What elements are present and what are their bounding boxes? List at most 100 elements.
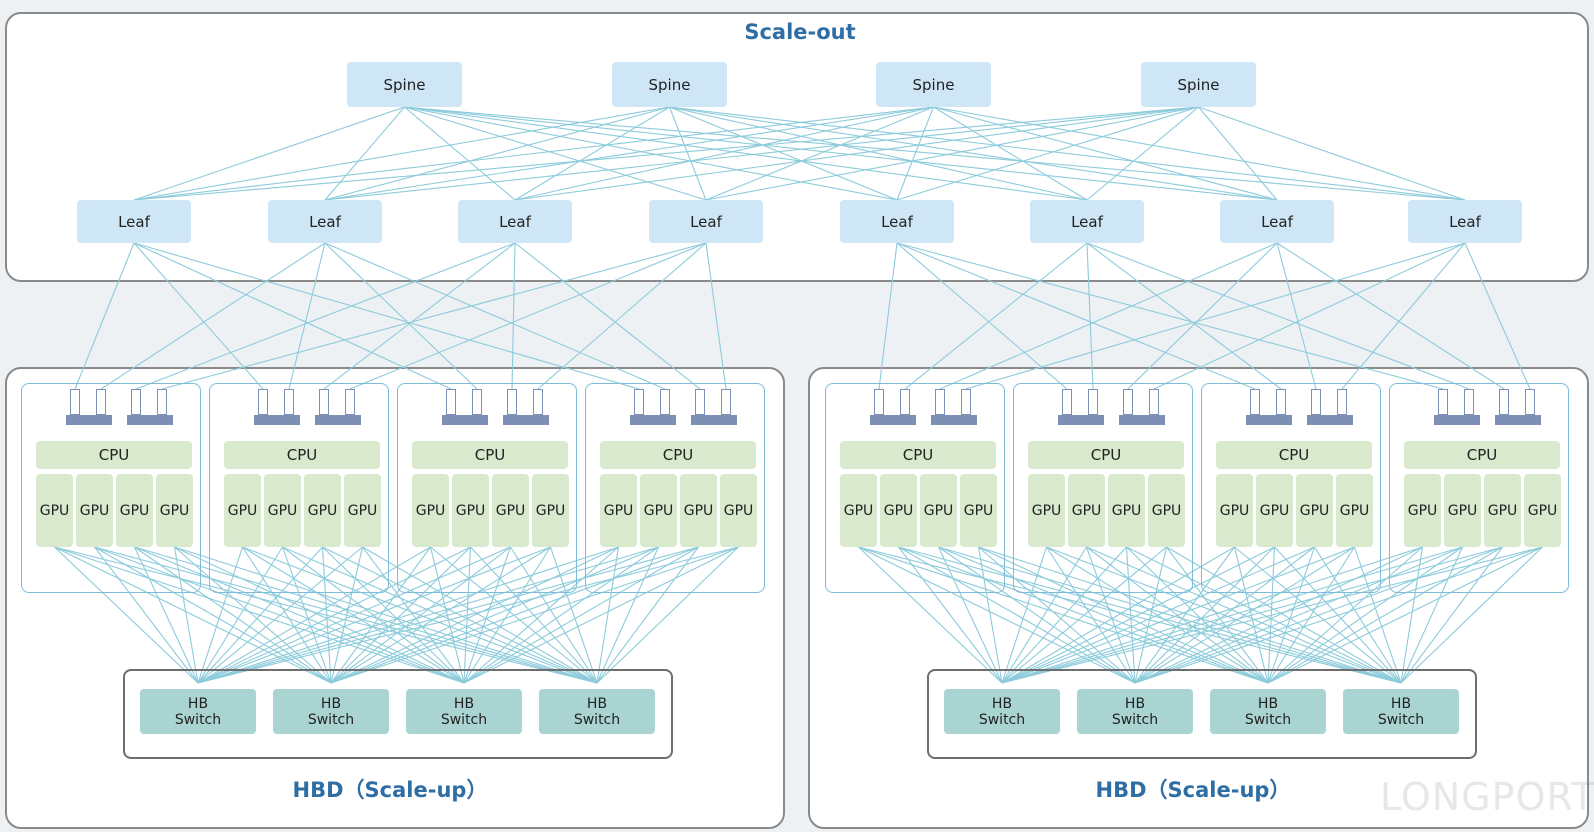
gpu-node[interactable]: GPU (1404, 474, 1441, 547)
nic-port-base (1119, 415, 1165, 425)
spine-node[interactable]: Spine (876, 62, 991, 107)
nic-port-icon (127, 389, 173, 425)
nic-port-icon (1434, 389, 1480, 425)
scale-out-title: Scale-out (744, 20, 856, 44)
cpu-node[interactable]: CPU (1216, 441, 1372, 469)
hb-switch-node[interactable]: HB Switch (1343, 689, 1459, 734)
gpu-node[interactable]: GPU (920, 474, 957, 547)
gpu-node[interactable]: GPU (1336, 474, 1373, 547)
nic-port-pin (1250, 389, 1260, 415)
nic-port-pin (660, 389, 670, 415)
nic-port-pin (533, 389, 543, 415)
hb-switch-node[interactable]: HB Switch (539, 689, 655, 734)
nic-port-icon (630, 389, 676, 425)
gpu-node[interactable]: GPU (1524, 474, 1561, 547)
nic-port-icon (1495, 389, 1541, 425)
gpu-node[interactable]: GPU (532, 474, 569, 547)
hb-switch-node[interactable]: HB Switch (273, 689, 389, 734)
gpu-node[interactable]: GPU (412, 474, 449, 547)
gpu-node[interactable]: GPU (76, 474, 113, 547)
gpu-node[interactable]: GPU (1216, 474, 1253, 547)
gpu-node[interactable]: GPU (1028, 474, 1065, 547)
leaf-node[interactable]: Leaf (649, 200, 763, 243)
gpu-node[interactable]: GPU (600, 474, 637, 547)
nic-port-pin (507, 389, 517, 415)
nic-port-icon (1307, 389, 1353, 425)
hbd-title-left: HBD（Scale-up） (292, 778, 488, 802)
cpu-node[interactable]: CPU (600, 441, 756, 469)
nic-port-pin (446, 389, 456, 415)
gpu-node[interactable]: GPU (1148, 474, 1185, 547)
spine-node[interactable]: Spine (1141, 62, 1256, 107)
gpu-node[interactable]: GPU (224, 474, 261, 547)
nic-port-pin (1123, 389, 1133, 415)
server-box (1013, 383, 1193, 593)
nic-port-base (503, 415, 549, 425)
cpu-node[interactable]: CPU (412, 441, 568, 469)
cpu-node[interactable]: CPU (1028, 441, 1184, 469)
nic-port-base (691, 415, 737, 425)
nic-port-icon (503, 389, 549, 425)
spine-node[interactable]: Spine (347, 62, 462, 107)
cpu-node[interactable]: CPU (1404, 441, 1560, 469)
nic-port-pin (1499, 389, 1509, 415)
gpu-node[interactable]: GPU (840, 474, 877, 547)
gpu-node[interactable]: GPU (36, 474, 73, 547)
nic-port-icon (315, 389, 361, 425)
gpu-node[interactable]: GPU (640, 474, 677, 547)
gpu-node[interactable]: GPU (1444, 474, 1481, 547)
gpu-node[interactable]: GPU (344, 474, 381, 547)
leaf-node[interactable]: Leaf (1030, 200, 1144, 243)
leaf-node[interactable]: Leaf (1220, 200, 1334, 243)
nic-port-base (254, 415, 300, 425)
nic-port-pin (634, 389, 644, 415)
gpu-node[interactable]: GPU (1256, 474, 1293, 547)
leaf-node[interactable]: Leaf (77, 200, 191, 243)
gpu-node[interactable]: GPU (492, 474, 529, 547)
gpu-node[interactable]: GPU (680, 474, 717, 547)
cpu-node[interactable]: CPU (840, 441, 996, 469)
hb-switch-node[interactable]: HB Switch (140, 689, 256, 734)
leaf-node[interactable]: Leaf (268, 200, 382, 243)
leaf-node[interactable]: Leaf (840, 200, 954, 243)
hb-switch-group (123, 669, 673, 759)
hb-switch-node[interactable]: HB Switch (1077, 689, 1193, 734)
nic-port-icon (1246, 389, 1292, 425)
nic-port-pin (131, 389, 141, 415)
gpu-node[interactable]: GPU (720, 474, 757, 547)
gpu-node[interactable]: GPU (1296, 474, 1333, 547)
hb-switch-node[interactable]: HB Switch (944, 689, 1060, 734)
hb-switch-node[interactable]: HB Switch (1210, 689, 1326, 734)
server-box (1389, 383, 1569, 593)
gpu-node[interactable]: GPU (156, 474, 193, 547)
server-box (209, 383, 389, 593)
nic-port-base (1495, 415, 1541, 425)
leaf-node[interactable]: Leaf (1408, 200, 1522, 243)
nic-port-pin (1438, 389, 1448, 415)
gpu-node[interactable]: GPU (304, 474, 341, 547)
gpu-node[interactable]: GPU (880, 474, 917, 547)
gpu-node[interactable]: GPU (116, 474, 153, 547)
gpu-node[interactable]: GPU (264, 474, 301, 547)
server-box (397, 383, 577, 593)
nic-port-pin (1337, 389, 1347, 415)
gpu-node[interactable]: GPU (960, 474, 997, 547)
nic-port-base (1434, 415, 1480, 425)
nic-port-base (1058, 415, 1104, 425)
nic-port-pin (284, 389, 294, 415)
server-box (585, 383, 765, 593)
nic-port-icon (691, 389, 737, 425)
nic-port-pin (1525, 389, 1535, 415)
nic-port-base (66, 415, 112, 425)
hb-switch-node[interactable]: HB Switch (406, 689, 522, 734)
gpu-node[interactable]: GPU (1068, 474, 1105, 547)
cpu-node[interactable]: CPU (224, 441, 380, 469)
cpu-node[interactable]: CPU (36, 441, 192, 469)
spine-node[interactable]: Spine (612, 62, 727, 107)
leaf-node[interactable]: Leaf (458, 200, 572, 243)
gpu-node[interactable]: GPU (1484, 474, 1521, 547)
gpu-node[interactable]: GPU (452, 474, 489, 547)
nic-port-pin (1149, 389, 1159, 415)
gpu-node[interactable]: GPU (1108, 474, 1145, 547)
